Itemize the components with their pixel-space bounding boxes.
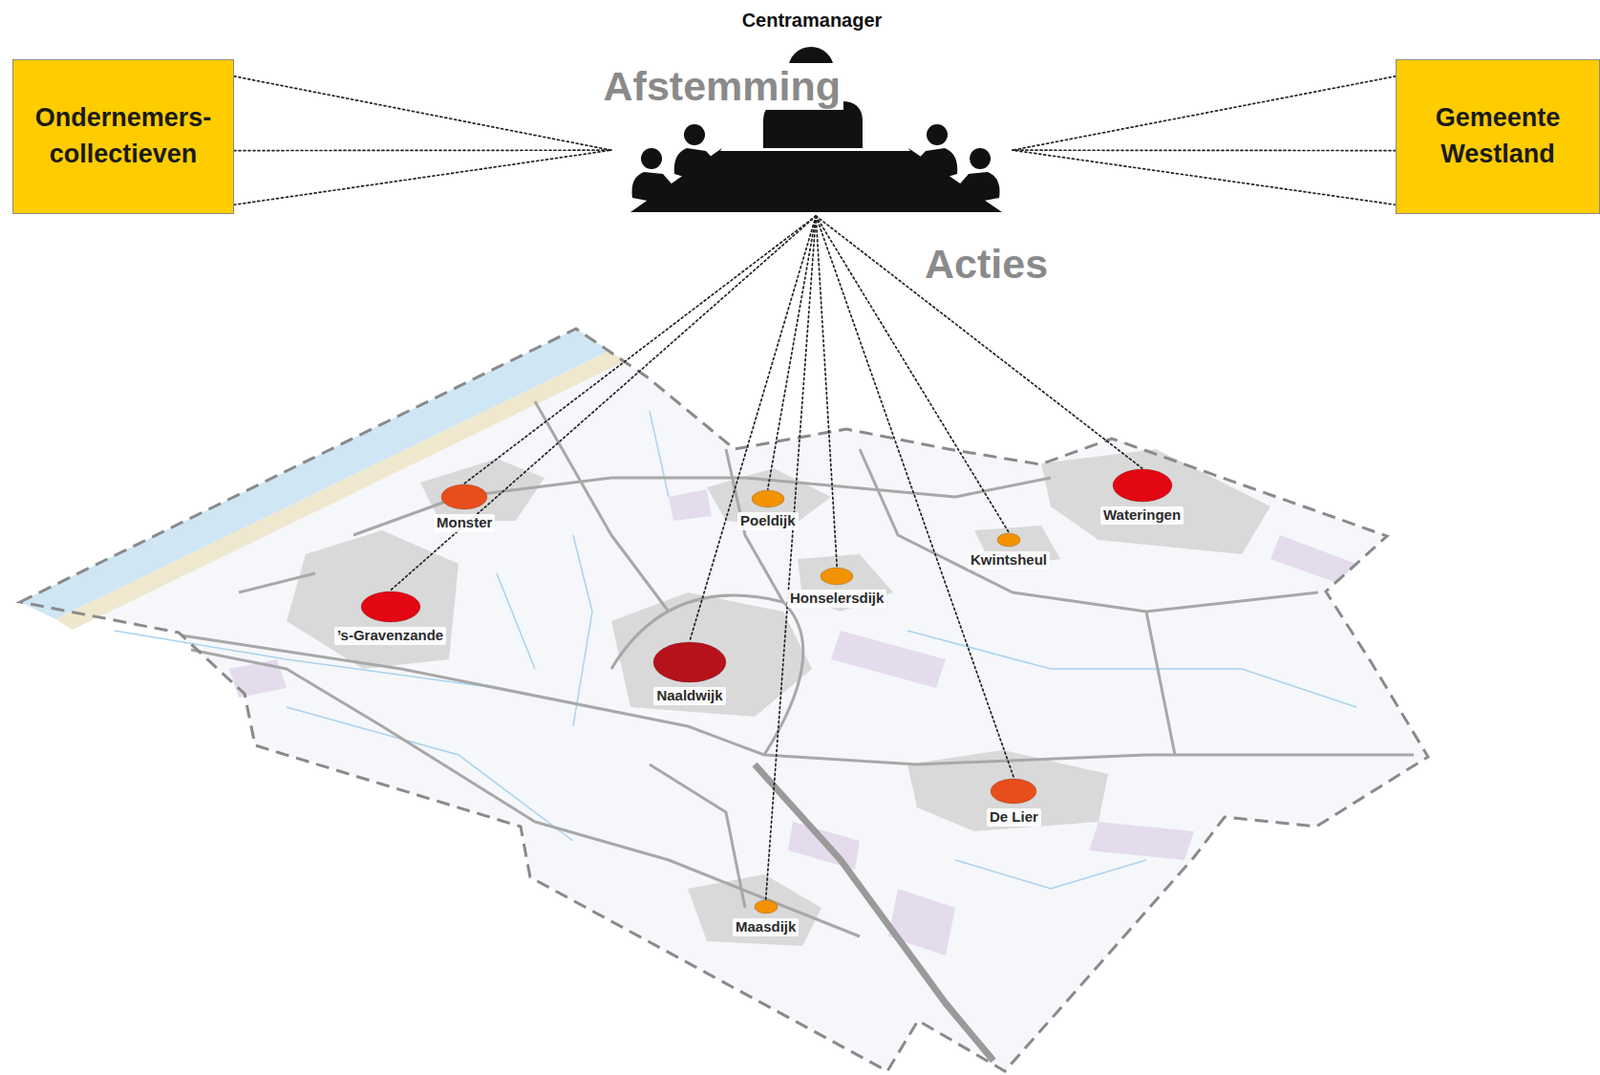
town-dot (1111, 468, 1174, 503)
dotted-connector (815, 215, 1142, 469)
town-label: Honselersdijk (787, 589, 887, 608)
stakeholder-box: Ondernemers- collectieven (12, 59, 235, 214)
town-label: Wateringen (1100, 506, 1184, 525)
town-node: Honselersdijk (787, 566, 887, 608)
town-label: Maasdijk (732, 917, 799, 937)
town-label: ’s-Gravenzande (334, 626, 447, 645)
dotted-connector (464, 215, 816, 484)
town-dot (819, 566, 854, 586)
town-label: Monster (433, 513, 495, 533)
map-ground (20, 328, 1429, 1071)
town-label: Naaldwijk (653, 686, 726, 705)
section-label: Afstemming (600, 63, 844, 110)
dotted-connector (815, 215, 1014, 778)
dotted-connector (1012, 149, 1396, 205)
dotted-connector (1012, 76, 1396, 150)
town-node: ’s-Gravenzande (334, 590, 447, 645)
town-dot (440, 483, 489, 511)
roads (181, 401, 1414, 937)
town-node: Monster (433, 483, 495, 533)
stakeholder-box: Gemeente Westland (1395, 59, 1600, 214)
town-node: Wateringen (1100, 468, 1184, 525)
town-node: Naaldwijk (652, 640, 727, 705)
manager-title: Centramanager (611, 9, 1013, 32)
lilac-areas (229, 489, 1357, 956)
dotted-connector (766, 215, 817, 899)
town-dot (989, 777, 1038, 805)
town-dot (996, 532, 1022, 548)
dotted-connector (234, 149, 612, 205)
town-dot (750, 489, 786, 509)
dotted-connector (815, 215, 837, 567)
dotted-connector (1012, 149, 1396, 151)
built-up-areas (286, 448, 1271, 946)
dotted-connector (234, 76, 612, 150)
section-label: Acties (921, 240, 1051, 288)
highway (754, 764, 994, 1061)
town-node: Poeldijk (737, 489, 799, 531)
waterways (114, 410, 1357, 889)
town-label: De Lier (986, 808, 1042, 827)
town-dot (360, 590, 422, 623)
town-node: Maasdijk (732, 898, 799, 937)
box-label: Ondernemers- collectieven (22, 100, 224, 173)
dotted-connector (390, 215, 817, 591)
town-label: Kwintsheul (967, 551, 1050, 570)
town-node: Kwintsheul (967, 532, 1050, 570)
dotted-connector (234, 149, 612, 151)
dotted-connector (689, 215, 816, 641)
box-label: Gemeente Westland (1406, 100, 1590, 173)
town-dot (652, 640, 727, 683)
town-node: De Lier (986, 777, 1042, 827)
municipal-border (20, 328, 1429, 1071)
town-dot (753, 898, 779, 915)
town-label: Poeldijk (737, 512, 799, 531)
